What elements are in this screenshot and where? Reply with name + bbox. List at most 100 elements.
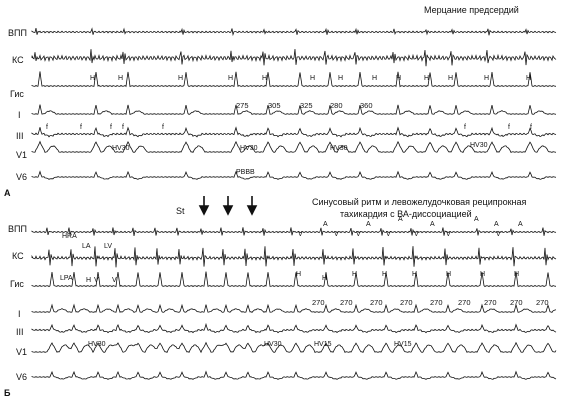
panel-b-lead-label: V1	[16, 347, 27, 357]
f-wave-marker: f	[508, 124, 510, 131]
hv-label: HV30	[330, 145, 348, 152]
ventricular-marker: V	[446, 231, 451, 238]
atrial-marker: A	[430, 221, 435, 228]
panel-b-lead-label: Гис	[10, 279, 24, 289]
his-marker: H	[90, 75, 95, 82]
panel-b-label: Б	[4, 388, 11, 398]
his-marker: H	[424, 75, 429, 82]
his-marker: H	[412, 271, 417, 278]
cs-label: LPA	[60, 275, 73, 282]
his-marker: H	[372, 75, 377, 82]
atrial-marker: A	[366, 221, 371, 228]
interval-value: 270	[312, 298, 325, 307]
interval-value: 270	[430, 298, 443, 307]
ventricular-marker: V	[94, 277, 99, 284]
panel-a-lead-label: Гис	[10, 89, 24, 99]
his-trace	[31, 71, 557, 88]
f-wave-marker: f	[110, 124, 112, 131]
his-trace	[31, 271, 557, 288]
lead-v1-trace	[31, 341, 557, 354]
lead-v1-trace	[31, 140, 557, 153]
his-marker: H	[396, 75, 401, 82]
his-marker: H	[352, 271, 357, 278]
panel-b-lead-label: I	[18, 309, 21, 319]
his-marker: H	[262, 75, 267, 82]
his-marker: H	[86, 277, 91, 284]
hv-label: HV30	[470, 142, 488, 149]
atrial-marker: A	[518, 221, 523, 228]
ventricular-marker: V	[496, 231, 501, 238]
hv-label: HV30	[240, 145, 258, 152]
lead-v6-trace	[31, 170, 557, 180]
stimulus-arrow-icon	[222, 196, 234, 216]
interval-value: 270	[536, 298, 549, 307]
his-marker: H	[228, 75, 233, 82]
panel-b-lead-label: ВПП	[8, 224, 27, 234]
panel-b-lead-label: КС	[12, 251, 24, 261]
hv-label: HV15	[394, 341, 412, 348]
his-marker: H	[480, 271, 485, 278]
hv-label: HV15	[314, 341, 332, 348]
ventricular-marker: V	[414, 231, 419, 238]
his-marker: H	[448, 75, 453, 82]
atrial-marker: A	[398, 216, 403, 223]
panel-a-lead-label: V1	[16, 150, 27, 160]
cs-label: LA	[82, 243, 91, 250]
interval-value: 270	[458, 298, 471, 307]
his-marker: H	[296, 271, 301, 278]
stim-label: St	[176, 206, 185, 216]
his-marker: H	[526, 75, 531, 82]
panel-a-label: А	[4, 188, 11, 198]
f-wave-marker: f	[46, 124, 48, 131]
f-wave-marker: f	[530, 124, 532, 131]
stimulus-arrow-icon	[198, 196, 210, 216]
his-marker: H	[446, 271, 451, 278]
interval-value: 270	[370, 298, 383, 307]
panel-a-lead-label: КС	[12, 55, 24, 65]
lead-v6-trace	[31, 370, 557, 380]
panel-b-lead-label: III	[16, 327, 24, 337]
his-marker: H	[514, 271, 519, 278]
cs-trace	[31, 49, 557, 67]
interval-value: 270	[484, 298, 497, 307]
his-marker: H	[118, 75, 123, 82]
panel-a-lead-label: I	[18, 110, 21, 120]
f-wave-marker: f	[162, 124, 164, 131]
ventricular-marker: V	[298, 231, 303, 238]
atrial-marker: A	[474, 216, 479, 223]
interval-value: 360	[360, 101, 373, 110]
his-marker: H	[382, 271, 387, 278]
lead-iii-trace	[31, 322, 557, 334]
lead-i-trace	[31, 104, 557, 115]
cs-trace	[31, 246, 557, 268]
interval-value: 305	[268, 101, 281, 110]
interval-value: 280	[330, 101, 343, 110]
hv-label: HV30	[112, 145, 130, 152]
atrial-marker: A	[323, 221, 328, 228]
hra-trace	[31, 27, 557, 37]
interval-value: 270	[400, 298, 413, 307]
interval-value: 270	[340, 298, 353, 307]
his-marker: H	[310, 75, 315, 82]
hv-label: HV30	[264, 341, 282, 348]
f-wave-marker: f	[122, 124, 124, 131]
rbbb-label: PBBB	[236, 169, 255, 176]
interval-value: 270	[510, 298, 523, 307]
his-marker: H	[484, 75, 489, 82]
his-marker: H	[178, 75, 183, 82]
panel-b-lead-label: V6	[16, 372, 27, 382]
ventricular-marker: V	[334, 231, 339, 238]
lead-iii-trace	[31, 126, 557, 138]
panel-a-title: Мерцание предсердий	[424, 5, 519, 15]
panel-a-lead-label: V6	[16, 172, 27, 182]
his-marker: H	[322, 275, 327, 282]
f-wave-marker: f	[464, 124, 466, 131]
lead-i-trace	[31, 303, 557, 313]
f-wave-marker: f	[80, 124, 82, 131]
panel-b-title-line1: Синусовый ритм и левожелудочковая реципр…	[312, 197, 527, 207]
atrial-marker: A	[494, 221, 499, 228]
cs-label: HRA	[62, 233, 77, 240]
his-marker: H	[338, 75, 343, 82]
panel-b-title-line2: тахикардия с ВА-диссоциацией	[340, 209, 472, 219]
